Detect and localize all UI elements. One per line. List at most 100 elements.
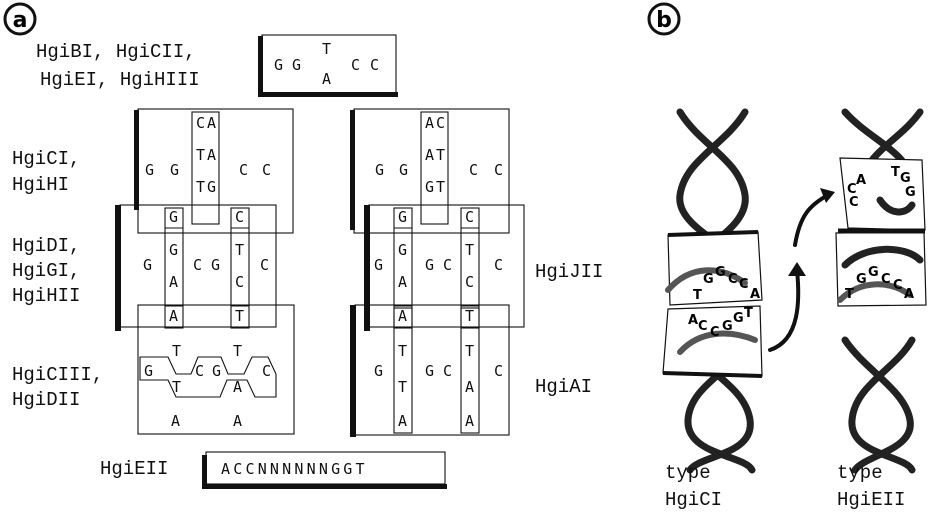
- svg-text:A: A: [465, 412, 474, 430]
- svg-text:G: G: [425, 256, 434, 274]
- sequence-box-top: G G T A C C: [258, 35, 398, 97]
- svg-text:G: G: [733, 311, 744, 326]
- svg-text:C: C: [465, 273, 474, 291]
- enzyme-label-di-2: HgiGI,: [12, 260, 80, 282]
- svg-text:A: A: [398, 307, 407, 325]
- svg-text:A: A: [856, 173, 866, 188]
- svg-text:T: T: [172, 342, 181, 360]
- svg-text:C: C: [195, 362, 204, 380]
- svg-text:G: G: [868, 265, 879, 280]
- svg-text:C: C: [235, 273, 244, 291]
- svg-text:b: b: [656, 8, 672, 33]
- svg-text:A: A: [425, 146, 434, 164]
- svg-text:A: A: [169, 307, 178, 325]
- svg-text:G: G: [374, 362, 383, 380]
- svg-text:G: G: [374, 256, 383, 274]
- enzyme-label-eii: HgiEII: [100, 458, 168, 480]
- svg-text:G: G: [375, 161, 384, 179]
- svg-text:T: T: [465, 342, 474, 360]
- svg-text:C: C: [728, 272, 738, 287]
- svg-text:A: A: [169, 273, 178, 291]
- svg-text:A: A: [322, 70, 331, 88]
- transition-arrow: [770, 188, 835, 350]
- svg-text:G: G: [425, 362, 434, 380]
- sequence-box-ciii: G T T C G T A A C A: [138, 305, 294, 434]
- caption-left-type: type: [665, 462, 711, 484]
- svg-text:C: C: [260, 256, 269, 274]
- svg-text:T: T: [172, 378, 181, 396]
- svg-text:A: A: [207, 146, 216, 164]
- svg-text:T: T: [398, 378, 407, 396]
- svg-text:C: C: [881, 272, 891, 287]
- svg-text:T: T: [693, 288, 702, 303]
- svg-text:G: G: [703, 272, 714, 287]
- svg-text:C: C: [465, 208, 474, 226]
- svg-text:C: C: [351, 56, 360, 74]
- svg-text:G: G: [425, 178, 434, 196]
- svg-text:C: C: [370, 56, 379, 74]
- svg-text:C: C: [443, 362, 452, 380]
- svg-text:C: C: [710, 325, 720, 340]
- helix-hgici: T G G C C A A C C G G T: [663, 112, 762, 470]
- svg-text:ACCNNNNNNGGT: ACCNNNNNNGGT: [221, 460, 368, 478]
- svg-text:A: A: [688, 313, 698, 328]
- svg-text:A: A: [425, 114, 434, 132]
- enzyme-label-top-2: HgiEI, HgiHIII: [40, 69, 200, 91]
- svg-text:T: T: [465, 307, 474, 325]
- svg-text:A: A: [171, 412, 180, 430]
- svg-text:C: C: [235, 208, 244, 226]
- svg-text:T: T: [845, 287, 854, 302]
- svg-text:T: T: [196, 146, 205, 164]
- svg-text:C: C: [849, 195, 859, 210]
- svg-text:C: C: [698, 319, 708, 334]
- svg-text:C: C: [262, 161, 271, 179]
- enzyme-label-jii: HgiJII: [535, 261, 603, 283]
- svg-text:A: A: [465, 378, 474, 396]
- svg-text:T: T: [436, 178, 445, 196]
- svg-text:C: C: [239, 161, 248, 179]
- sequence-box-eii: ACCNNNNNNGGT: [202, 452, 447, 489]
- svg-text:A: A: [750, 287, 760, 302]
- svg-text:C: C: [739, 277, 749, 292]
- svg-text:G: G: [169, 241, 178, 259]
- svg-text:C: C: [494, 256, 503, 274]
- enzyme-label-ciii-1: HgiCIII,: [12, 364, 103, 386]
- svg-text:A: A: [398, 412, 407, 430]
- enzyme-label-di-1: HgiDI,: [12, 235, 80, 257]
- svg-text:G: G: [274, 56, 283, 74]
- svg-text:G: G: [715, 265, 726, 280]
- panel-b-label: b: [649, 4, 679, 34]
- helix-hgieii: A T G G C C T G G C C A: [836, 112, 926, 470]
- caption-right-type: type: [837, 462, 883, 484]
- svg-text:T: T: [436, 146, 445, 164]
- svg-text:T: T: [322, 40, 331, 58]
- caption-right-enzyme: HgiEII: [837, 489, 905, 511]
- svg-text:a: a: [13, 8, 28, 33]
- svg-text:G: G: [212, 362, 221, 380]
- svg-text:C: C: [494, 362, 503, 380]
- svg-text:A: A: [233, 412, 242, 430]
- enzyme-label-ai: HgiAI: [535, 376, 592, 398]
- svg-text:G: G: [145, 161, 154, 179]
- enzyme-label-ciii-2: HgiDII: [12, 389, 80, 411]
- svg-text:C: C: [436, 114, 445, 132]
- svg-text:C: C: [494, 161, 503, 179]
- svg-text:T: T: [233, 342, 242, 360]
- enzyme-label-ci-1: HgiCI,: [12, 148, 80, 170]
- svg-text:T: T: [891, 165, 900, 180]
- svg-text:C: C: [469, 161, 478, 179]
- sequence-box-jii-upper: G G A C A T G T C C: [350, 109, 509, 233]
- svg-text:G: G: [399, 161, 408, 179]
- svg-text:C: C: [443, 256, 452, 274]
- svg-text:G: G: [398, 241, 407, 259]
- svg-text:C: C: [893, 278, 903, 293]
- svg-text:A: A: [398, 273, 407, 291]
- svg-text:G: G: [856, 272, 867, 287]
- svg-text:T: T: [744, 306, 753, 321]
- svg-text:C: C: [193, 256, 202, 274]
- svg-text:C: C: [196, 114, 205, 132]
- sequence-box-ai: G T T A G C T A A C: [350, 305, 509, 437]
- svg-text:G: G: [170, 161, 179, 179]
- svg-text:A: A: [233, 378, 242, 396]
